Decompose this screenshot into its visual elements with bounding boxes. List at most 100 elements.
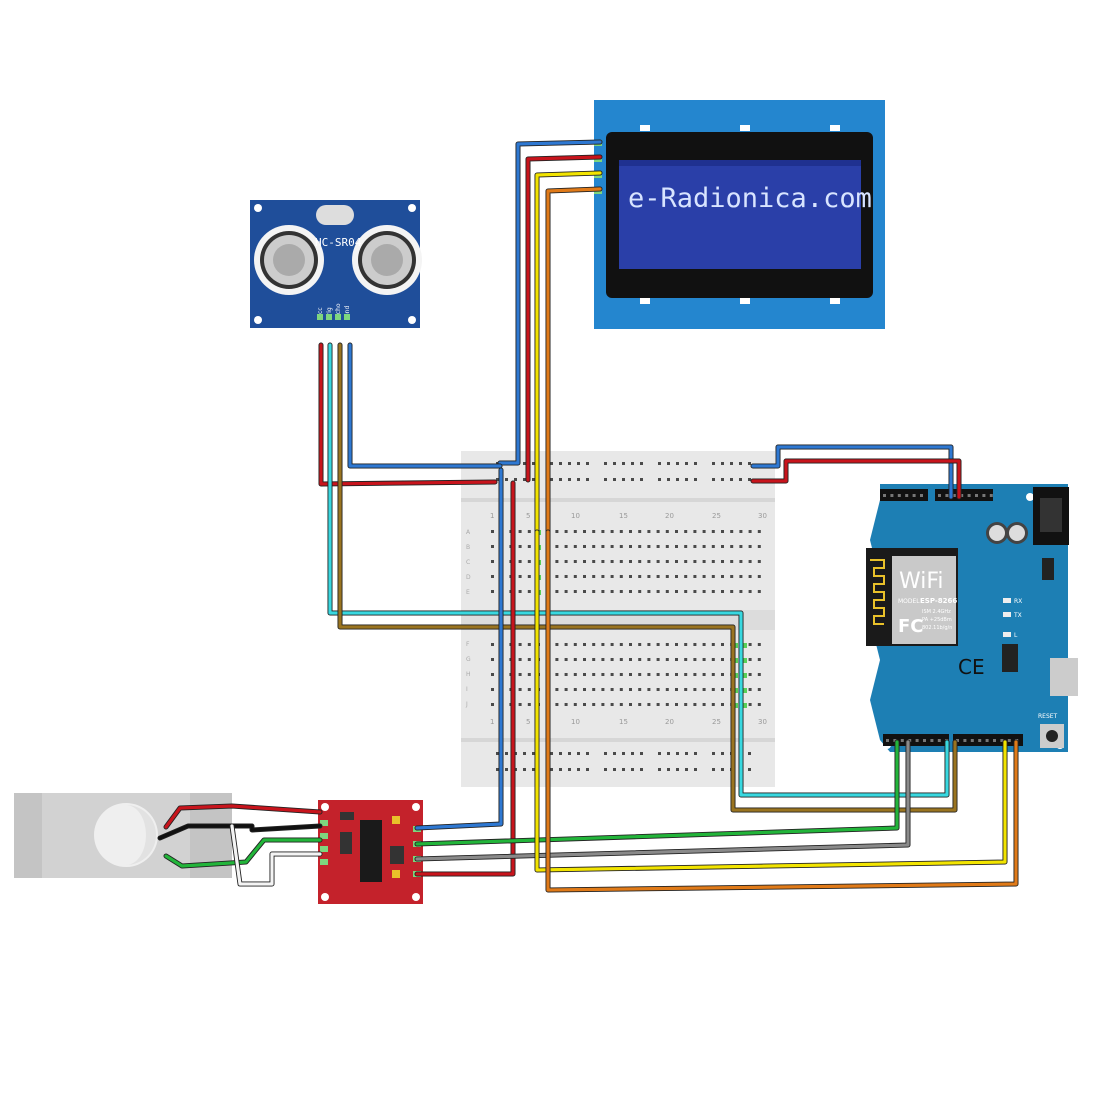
bb-col-number: 10 (571, 718, 580, 726)
breadboard-hole (629, 545, 632, 548)
breadboard-hole (564, 688, 568, 691)
breadboard-hole (675, 590, 678, 593)
breadboard-hole (559, 768, 562, 771)
breadboard-hole (568, 462, 571, 465)
breadboard-hole (721, 545, 724, 548)
wire-lcd-orange (546, 187, 602, 534)
breadboard-hole (496, 768, 499, 771)
breadboard-hole (647, 560, 651, 563)
breadboard-hole (702, 703, 706, 706)
breadboard-hole (685, 768, 688, 771)
breadboard-hole (573, 643, 577, 646)
breadboard-hole (583, 545, 586, 548)
breadboard-hole (532, 462, 535, 465)
breadboard-hole (592, 590, 596, 593)
breadboard-hole (631, 752, 634, 755)
breadboard-hole (622, 462, 625, 465)
wire-sensor-trig-cyan (328, 343, 949, 797)
breadboard-hole (693, 643, 697, 646)
breadboard-hole (665, 688, 669, 691)
breadboard-hole (748, 752, 751, 755)
breadboard-hole (568, 752, 571, 755)
breadboard-hole (640, 768, 643, 771)
breadboard-hole (564, 590, 568, 593)
breadboard-hole (685, 752, 688, 755)
breadboard-hole (638, 560, 642, 563)
breadboard-hole (721, 658, 724, 661)
breadboard-hole (601, 643, 605, 646)
breadboard-hole (564, 658, 568, 661)
breadboard-hole (676, 768, 679, 771)
breadboard-hole (619, 673, 623, 676)
breadboard-hole (665, 673, 669, 676)
bb-row-letter: A (466, 529, 471, 536)
breadboard-hole (665, 658, 669, 661)
breadboard-hole (638, 530, 642, 533)
breadboard-hole (583, 590, 586, 593)
breadboard-hole (757, 643, 761, 646)
wire-hx-blue (415, 468, 503, 830)
breadboard-hole (694, 768, 697, 771)
breadboard-hole (647, 545, 651, 548)
breadboard-hole (622, 752, 625, 755)
breadboard-hole (610, 590, 614, 593)
breadboard-hole (491, 575, 494, 578)
breadboard-hole (694, 462, 697, 465)
breadboard-hole (748, 575, 752, 578)
breadboard-hole (629, 703, 632, 706)
breadboard-hole (721, 530, 724, 533)
breadboard-hole (656, 673, 660, 676)
wemos-header-top-left (880, 489, 928, 501)
breadboard-hole (491, 530, 494, 533)
header-pin (897, 494, 901, 497)
breadboard-hole (656, 658, 660, 661)
breadboard-hole (577, 768, 580, 771)
breadboard-hole (711, 673, 715, 676)
breadboard-hole (601, 703, 605, 706)
breadboard-hole (491, 560, 494, 563)
breadboard-hole (739, 575, 743, 578)
breadboard-hole (619, 703, 623, 706)
breadboard-hole (527, 643, 531, 646)
sensor-pin-label: Trig (326, 307, 333, 319)
breadboard-hole (640, 462, 643, 465)
breadboard-hole (693, 688, 697, 691)
wire-hx-green (415, 740, 899, 846)
breadboard-hole (647, 643, 651, 646)
breadboard-hole (527, 688, 531, 691)
breadboard-hole (592, 658, 596, 661)
breadboard-hole (532, 768, 535, 771)
breadboard-hole (638, 703, 642, 706)
header-pin (975, 494, 978, 497)
wire-wemos-blue (751, 445, 953, 499)
breadboard-hole (638, 545, 642, 548)
breadboard-hole (702, 643, 706, 646)
breadboard-hole (583, 530, 586, 533)
hx711-amplifier (318, 800, 423, 904)
sensor-transducer-right (352, 225, 422, 295)
breadboard-hole (610, 673, 614, 676)
breadboard-hole (555, 545, 559, 548)
breadboard-hole (604, 768, 607, 771)
breadboard-hole (693, 530, 697, 533)
breadboard-hole (583, 643, 586, 646)
esp-fc-mark: FC (898, 616, 924, 637)
wire-sensor-gnd-blue (348, 343, 502, 468)
breadboard-hole (586, 768, 589, 771)
header-pin (930, 739, 934, 742)
breadboard-hole (711, 658, 715, 661)
bb-row-letter: F (466, 641, 470, 648)
breadboard-hole (640, 478, 643, 481)
breadboard-hole (523, 462, 526, 465)
esp8266-module: WiFi ESP-8266 MODEL FC ISM 2.4GHz PA +25… (866, 548, 958, 646)
esp-spec-line: ISM 2.4GHz (922, 609, 951, 615)
breadboard-hole (658, 462, 661, 465)
breadboard-hole (675, 703, 678, 706)
breadboard-hole (573, 560, 577, 563)
breadboard-hole (564, 545, 568, 548)
breadboard-hole (712, 768, 715, 771)
breadboard-hole (748, 545, 752, 548)
breadboard-hole (518, 643, 522, 646)
breadboard-hole (604, 462, 607, 465)
breadboard-hole (665, 643, 669, 646)
